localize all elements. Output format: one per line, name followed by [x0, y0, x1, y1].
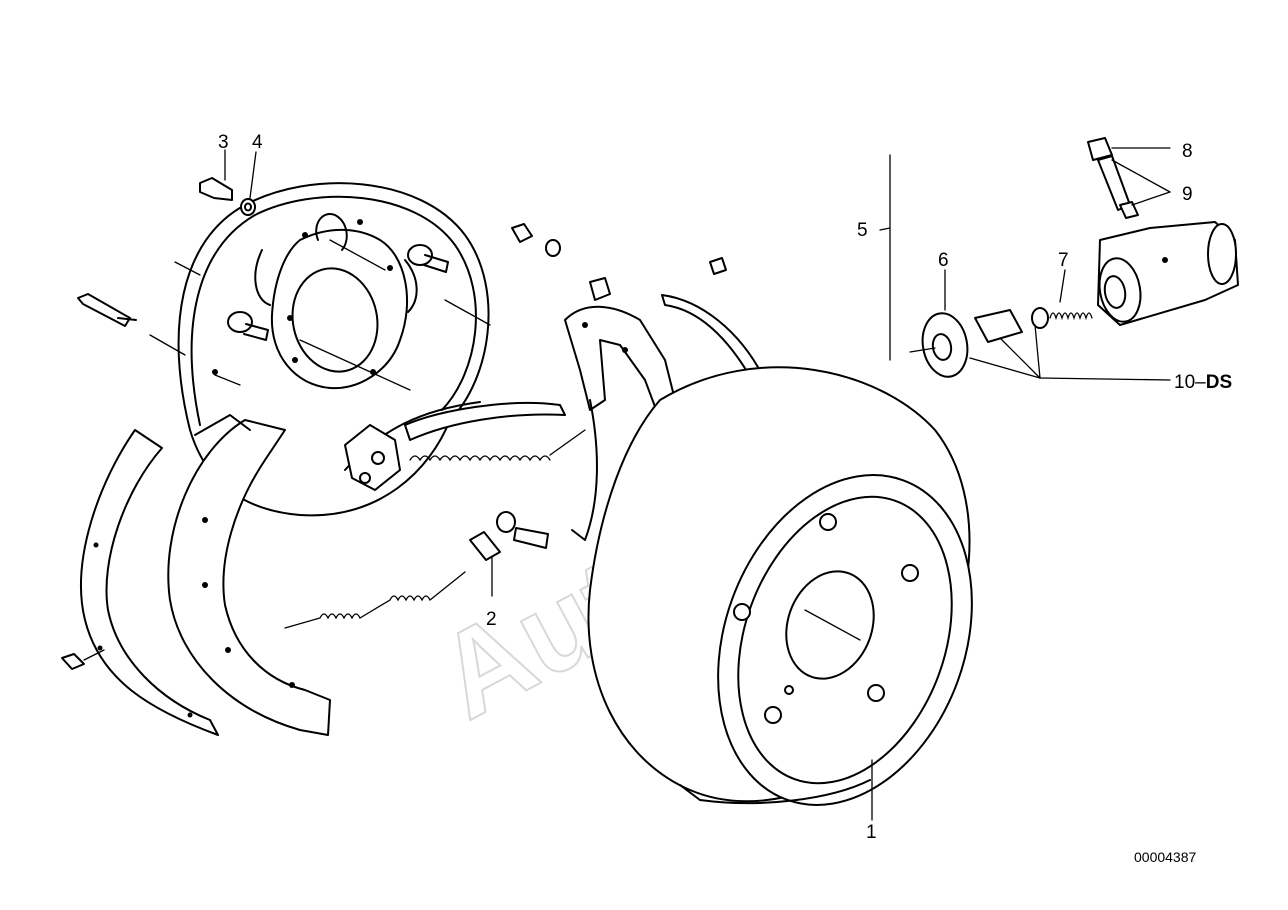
right-brake-lever — [564, 305, 681, 541]
brake-drum-part-1 — [587, 366, 973, 821]
right-brake-shoe-edge — [661, 257, 766, 386]
adjuster-lever — [344, 424, 401, 491]
return-spring-lower — [284, 571, 466, 629]
callout-6: 6 — [938, 250, 949, 271]
callout-10: 10–DS — [1174, 372, 1232, 393]
piston — [974, 307, 1049, 343]
callout-3: 3 — [218, 132, 229, 153]
washer-part-4 — [240, 151, 257, 216]
callout-10-number: 10 — [1174, 372, 1195, 393]
callout-8: 8 — [1182, 141, 1193, 162]
callout-5: 5 — [857, 220, 868, 241]
leader-lines — [879, 154, 1171, 381]
pin-part-2 — [469, 531, 501, 597]
brake-shoe-left — [167, 414, 331, 736]
brake-shoe-lining — [80, 429, 219, 736]
small-bolt — [61, 649, 105, 670]
small-washers-top — [511, 223, 611, 301]
spring-part-7 — [1049, 269, 1093, 321]
reference-number: 00004387 — [1134, 849, 1197, 865]
callout-10-dash: – — [1195, 372, 1206, 393]
wheel-cylinder-body — [1097, 221, 1239, 326]
callout-10-suffix: DS — [1206, 372, 1232, 393]
callout-9: 9 — [1182, 184, 1193, 205]
bleeder-valve-part-8-9 — [1087, 137, 1171, 219]
callout-2: 2 — [486, 609, 497, 630]
callout-7: 7 — [1058, 250, 1069, 271]
return-spring-upper — [409, 429, 586, 462]
long-bolt — [77, 293, 137, 327]
dust-boot-part-6 — [909, 269, 969, 378]
callout-1: 1 — [866, 822, 877, 843]
bolt-part-3 — [199, 149, 233, 201]
callout-4: 4 — [252, 132, 263, 153]
bolt-washer-center — [496, 511, 549, 549]
